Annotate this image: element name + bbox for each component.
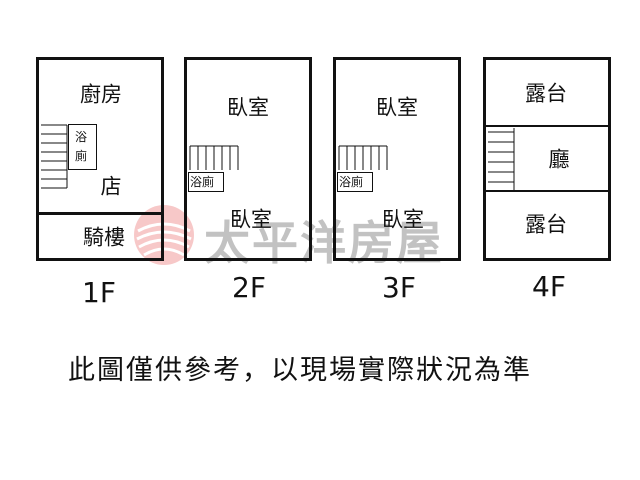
room-label-terrace-top: 露台 bbox=[525, 81, 567, 106]
room-label-bath-2f: 浴廁 bbox=[190, 175, 215, 189]
room-label-shop: 店 bbox=[100, 174, 122, 199]
floor-label-2f: 2F bbox=[232, 271, 266, 304]
floor-plan-1f bbox=[36, 57, 164, 261]
stairs-icon bbox=[41, 124, 68, 189]
watermark-text: 太平洋房屋 bbox=[204, 216, 444, 270]
disclaimer-caption: 此圖僅供參考，以現場實際狀況為準 bbox=[68, 355, 532, 386]
bathroom-3f bbox=[337, 172, 373, 192]
room-label-toilet-1f: 廁 bbox=[75, 149, 88, 163]
floor-plan-4f bbox=[483, 57, 611, 261]
room-label-bedroom-bottom-2f: 臥室 bbox=[230, 207, 272, 232]
floor-plan-3f bbox=[333, 57, 461, 261]
floor-label-1f: 1F bbox=[82, 276, 116, 309]
bathroom-1f bbox=[68, 124, 97, 170]
room-label-bedroom-bottom-3f: 臥室 bbox=[382, 207, 424, 232]
stairs-icon bbox=[338, 145, 388, 170]
bathroom-2f bbox=[188, 172, 224, 192]
room-label-bedroom-top-3f: 臥室 bbox=[376, 95, 418, 120]
floor-label-4f: 4F bbox=[532, 270, 566, 303]
room-label-kitchen: 廚房 bbox=[80, 82, 122, 107]
room-label-arcade: 騎樓 bbox=[83, 225, 125, 250]
wall-divider bbox=[486, 190, 608, 192]
room-label-bedroom-top-2f: 臥室 bbox=[227, 95, 269, 120]
floor-plan-2f bbox=[184, 57, 312, 261]
room-label-bath-1f: 浴 bbox=[75, 130, 88, 144]
stairs-icon bbox=[189, 145, 239, 170]
room-label-terrace-bottom: 露台 bbox=[525, 212, 567, 237]
floor-label-3f: 3F bbox=[382, 271, 416, 304]
wall-divider bbox=[486, 125, 608, 127]
stairs-icon bbox=[488, 128, 515, 190]
room-label-bath-3f: 浴廁 bbox=[339, 175, 364, 189]
wall-divider bbox=[39, 212, 161, 215]
room-label-hall: 廳 bbox=[548, 147, 570, 172]
